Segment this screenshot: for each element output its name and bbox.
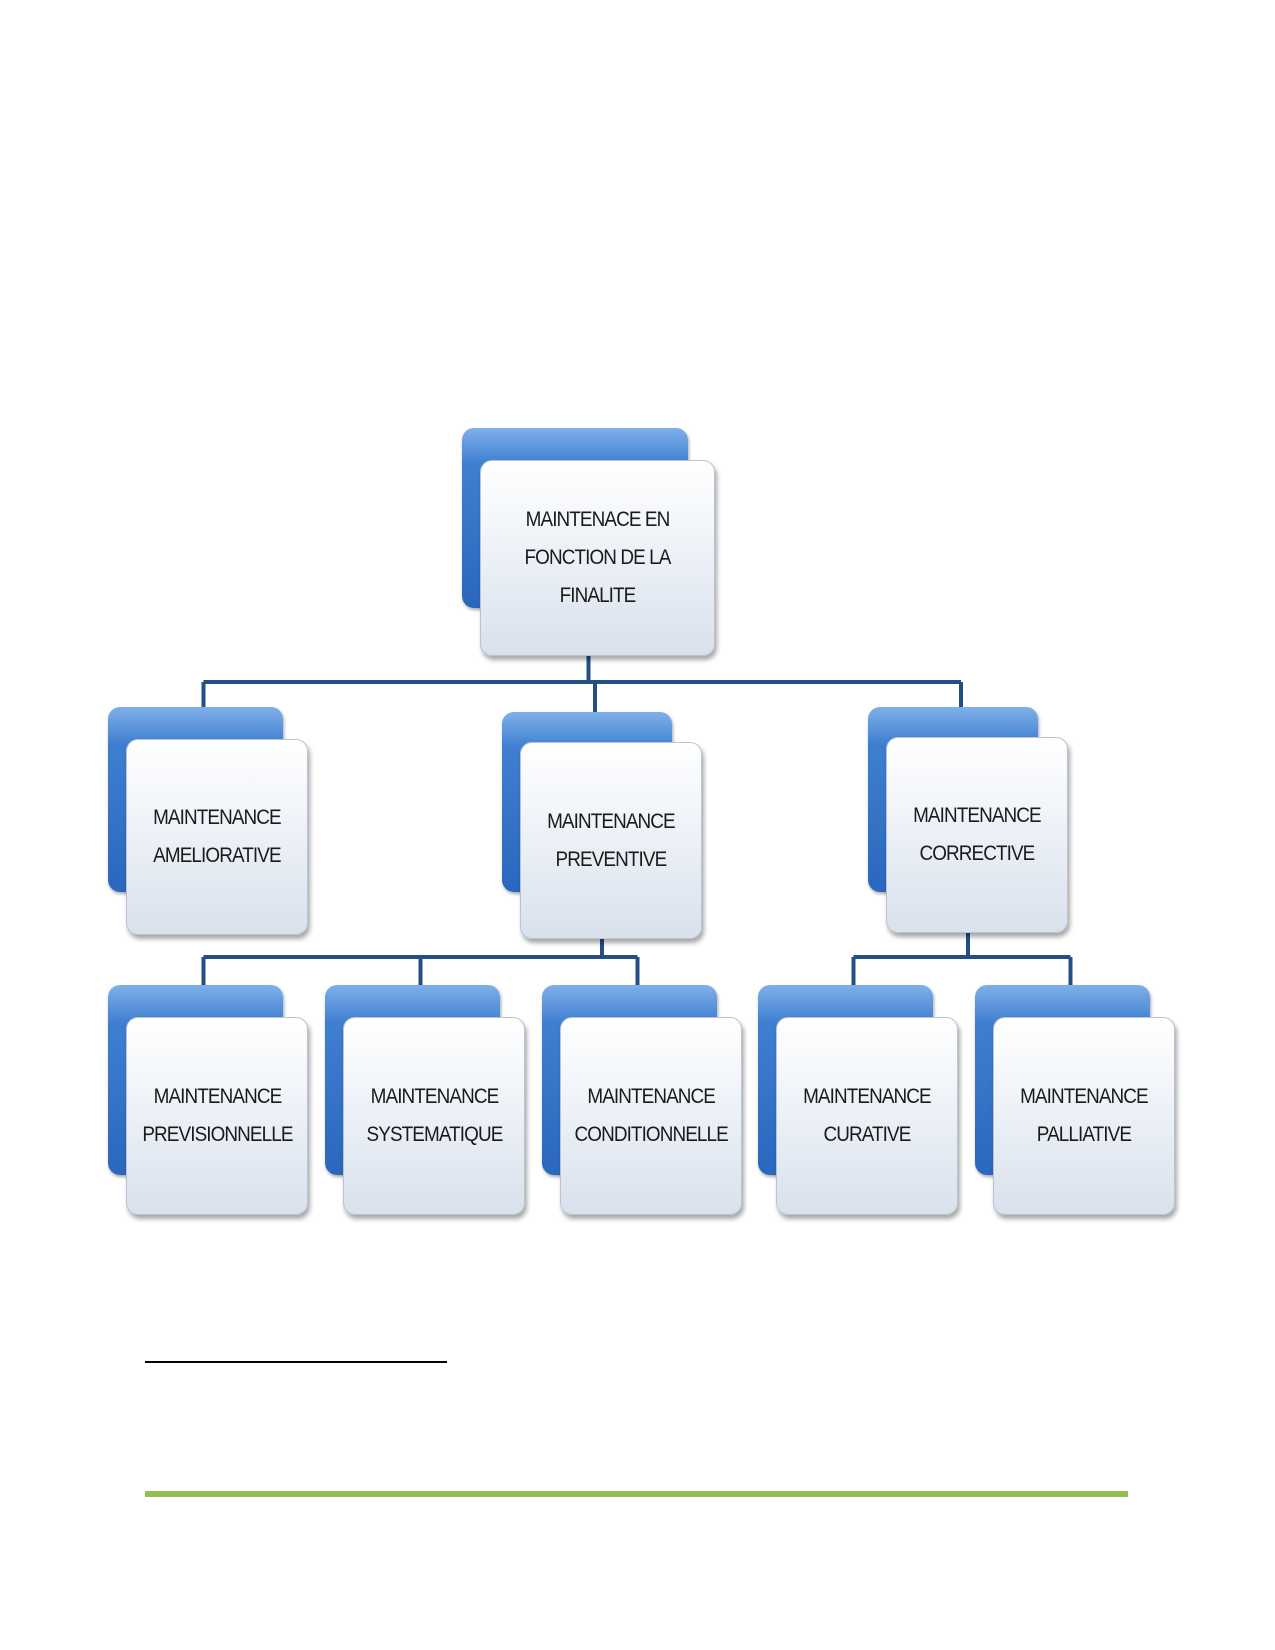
node-label-line: CURATIVE [823, 1123, 912, 1146]
node-label-line: AMELIORATIVE [153, 844, 281, 867]
node-label: MAINTENACE EN FONCTION DE LA FINALITE [493, 501, 703, 615]
node-front-card: MAINTENANCE PREVENTIVE [520, 742, 702, 939]
node-label: MAINTENANCE PREVENTIVE [544, 803, 679, 879]
footer-green-rule [145, 1491, 1128, 1497]
node-front-card: MAINTENACE EN FONCTION DE LA FINALITE [480, 460, 715, 656]
footnote-separator [145, 1361, 447, 1363]
node-label-line: MAINTENANCE [547, 809, 676, 833]
node-front-card: MAINTENANCE CURATIVE [776, 1017, 958, 1215]
node-front-card: MAINTENANCE CONDITIONNELLE [560, 1017, 742, 1215]
node-label-line: CONDITIONNELLE [574, 1123, 728, 1146]
node-label: MAINTENANCE PALLIATIVE [1017, 1078, 1152, 1154]
node-label: MAINTENANCE CONDITIONNELLE [571, 1078, 732, 1154]
node-front-card: MAINTENANCE SYSTEMATIQUE [343, 1017, 525, 1215]
node-label: MAINTENANCE CURATIVE [800, 1078, 935, 1154]
node-label-line: PALLIATIVE [1036, 1123, 1132, 1146]
node-front-card: MAINTENANCE PREVISIONNELLE [126, 1017, 308, 1215]
node-front-card: MAINTENANCE PALLIATIVE [993, 1017, 1175, 1215]
node-label-line: MAINTENANCE [370, 1085, 499, 1108]
node-label-line: PREVENTIVE [555, 847, 668, 871]
node-label-line: FONCTION DE LA FINALITE [524, 546, 672, 607]
node-label-line: MAINTENANCE [1020, 1085, 1149, 1108]
node-label-line: MAINTENANCE [153, 806, 282, 829]
node-label-line: MAINTENACE EN [525, 508, 671, 531]
node-label-line: PREVISIONNELLE [141, 1123, 293, 1146]
node-front-card: MAINTENANCE AMELIORATIVE [126, 739, 308, 935]
node-front-card: MAINTENANCE CORRECTIVE [886, 737, 1068, 933]
node-label-line: MAINTENANCE [803, 1085, 932, 1108]
node-label-line: SYSTEMATIQUE [366, 1123, 503, 1146]
node-label-line: CORRECTIVE [919, 842, 1036, 865]
node-label-line: MAINTENANCE [913, 804, 1042, 827]
node-label-line: MAINTENANCE [587, 1085, 716, 1108]
node-label: MAINTENANCE SYSTEMATIQUE [362, 1078, 505, 1154]
node-label: MAINTENANCE CORRECTIVE [910, 797, 1045, 873]
node-label-line: MAINTENANCE [153, 1085, 282, 1108]
node-label: MAINTENANCE PREVISIONNELLE [138, 1078, 295, 1154]
node-label: MAINTENANCE AMELIORATIVE [150, 799, 285, 875]
